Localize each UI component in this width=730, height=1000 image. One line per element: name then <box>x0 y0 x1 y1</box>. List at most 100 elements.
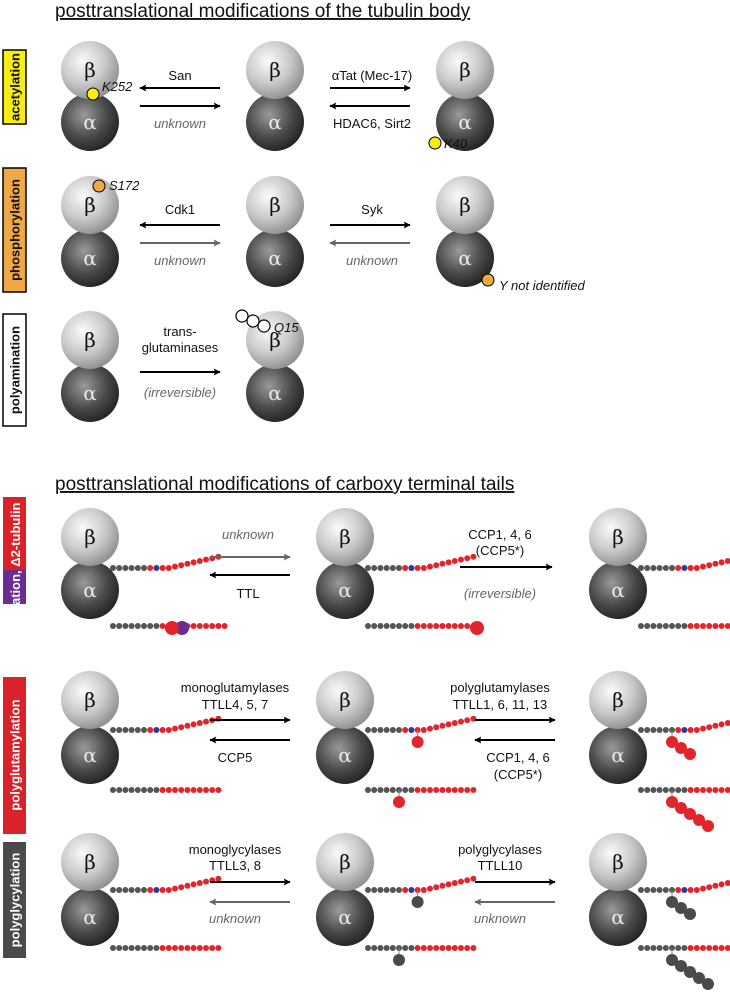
dimer-tail-row2-2: βα <box>316 671 374 784</box>
svg-text:unknown: unknown <box>222 527 274 542</box>
dimer-tail-row1-2: βα <box>316 508 374 619</box>
alpha-tail-glu-3 <box>638 787 730 793</box>
svg-text:polyamination: polyamination <box>8 326 23 414</box>
dimer-phosphorylation-2: βα <box>246 176 304 287</box>
alpha-label: α <box>83 743 97 767</box>
beta-label: β <box>339 688 351 712</box>
alpha-tail-detyr-3 <box>638 623 730 629</box>
acetyl-site-k252: K252 <box>86 79 133 101</box>
alpha-label: α <box>611 905 625 929</box>
beta-tail-detyr-1 <box>110 553 222 571</box>
svg-text:(irreversible): (irreversible) <box>144 385 216 400</box>
alpha-label: α <box>83 905 97 929</box>
beta-tail-glu-3 <box>638 720 730 733</box>
alpha-label: α <box>268 110 282 134</box>
side-label-polyamination: polyamination <box>2 313 27 427</box>
side-label-detyrosination: detyrosination, Δ2-tubulin <box>3 497 26 664</box>
side-label-phosphorylation: phosphorylation <box>2 167 27 293</box>
beta-label: β <box>84 328 96 352</box>
svg-text:trans-: trans- <box>163 324 196 339</box>
svg-text:S172: S172 <box>109 178 140 193</box>
svg-text:acetylation: acetylation <box>8 53 23 121</box>
alpha-tail-detyr-1 <box>110 623 228 629</box>
dimer-acetylation-3: βα <box>436 41 494 151</box>
alpha-tail-detyr-2 <box>365 623 477 629</box>
svg-text:Y not identified: Y not identified <box>499 278 586 293</box>
heading-tails: posttranslational modifications of carbo… <box>55 474 514 495</box>
alpha-tail-glu-1 <box>110 787 222 793</box>
alpha-label: α <box>611 578 625 602</box>
beta-tail-glu-1 <box>110 715 222 733</box>
beta-label: β <box>269 58 281 82</box>
svg-text:TTLL4, 5, 7: TTLL4, 5, 7 <box>202 697 268 712</box>
svg-text:αTat (Mec-17): αTat (Mec-17) <box>332 68 412 83</box>
alpha-tail-gly-2 <box>365 945 477 951</box>
alpha-label: α <box>83 110 97 134</box>
dimer-polyamination-1: βα <box>61 311 119 422</box>
beta-label: β <box>612 525 624 549</box>
dimer-tail-row2-1: βα <box>61 671 119 784</box>
svg-text:detyrosination, Δ2-tubulin: detyrosination, Δ2-tubulin <box>8 502 23 663</box>
svg-text:monoglutamylases: monoglutamylases <box>181 680 290 695</box>
alpha-label: α <box>458 246 472 270</box>
svg-text:Q15: Q15 <box>274 320 299 335</box>
polyglycine-branch-beta <box>666 890 696 920</box>
beta-label: β <box>84 850 96 874</box>
alpha-label: α <box>338 905 352 929</box>
phospho-site-s172: S172 <box>92 178 140 193</box>
beta-tail-gly-2 <box>365 875 477 893</box>
alpha-tail-gly-3 <box>638 945 730 951</box>
reaction-arrows <box>139 84 556 906</box>
svg-text:Cdk1: Cdk1 <box>165 202 195 217</box>
polyglutamate-branch-beta <box>666 730 696 760</box>
svg-text:HDAC6, Sirt2: HDAC6, Sirt2 <box>333 116 411 131</box>
svg-text:(CCP5*): (CCP5*) <box>476 543 524 558</box>
side-label-polyglycylation: polyglycylation <box>3 842 26 958</box>
svg-text:TTLL3, 8: TTLL3, 8 <box>209 858 261 873</box>
alpha-tail-glu-2 <box>365 787 477 793</box>
polyglycine-branch-alpha <box>666 948 714 990</box>
phospho-site-y: Y not identified <box>481 273 586 293</box>
monoglycine-branch-alpha <box>393 948 405 966</box>
alpha-label: α <box>268 381 282 405</box>
beta-tail-gly-1 <box>110 875 222 893</box>
dimer-tail-row1-1: βα <box>61 508 119 619</box>
svg-text:TTLL10: TTLL10 <box>478 858 523 873</box>
dimer-tail-row2-3: βα <box>589 671 647 784</box>
alpha-label: α <box>338 743 352 767</box>
alpha-tail-gly-1 <box>110 945 222 951</box>
beta-tail-detyr-3 <box>638 558 730 571</box>
polyamine-site-q15: Q15 <box>235 309 299 335</box>
alpha-label: α <box>338 578 352 602</box>
beta-tail-glu-2 <box>365 715 477 733</box>
beta-label: β <box>612 850 624 874</box>
svg-text:unknown: unknown <box>474 911 526 926</box>
beta-label: β <box>269 193 281 217</box>
svg-text:phosphorylation: phosphorylation <box>8 179 23 281</box>
svg-text:(irreversible): (irreversible) <box>464 586 536 601</box>
svg-text:CCP1, 4, 6: CCP1, 4, 6 <box>486 750 550 765</box>
glutamate-end <box>165 621 179 635</box>
polyglutamate-branch-alpha <box>666 790 714 832</box>
beta-label: β <box>269 328 281 352</box>
svg-text:K40: K40 <box>444 136 468 151</box>
svg-text:Syk: Syk <box>361 202 383 217</box>
svg-text:unknown: unknown <box>346 253 398 268</box>
dimer-acetylation-1: βα <box>61 41 119 151</box>
svg-text:polyglutamylation: polyglutamylation <box>8 699 23 810</box>
svg-text:monoglycylases: monoglycylases <box>189 842 282 857</box>
alpha-label: α <box>83 381 97 405</box>
svg-text:polyglutamylases: polyglutamylases <box>450 680 550 695</box>
svg-text:(CCP5*): (CCP5*) <box>494 767 542 782</box>
svg-text:CCP1, 4, 6: CCP1, 4, 6 <box>468 527 532 542</box>
acetyl-site-k40: K40 <box>428 136 468 151</box>
monoglycine-branch-beta <box>411 890 424 908</box>
beta-label: β <box>612 688 624 712</box>
monoglutamate-branch-alpha <box>393 790 405 808</box>
svg-text:TTL: TTL <box>236 586 259 601</box>
alpha-label: α <box>611 743 625 767</box>
svg-text:unknown: unknown <box>154 253 206 268</box>
tyrosine-residue <box>175 621 189 635</box>
side-label-acetylation: acetylation <box>2 49 27 125</box>
